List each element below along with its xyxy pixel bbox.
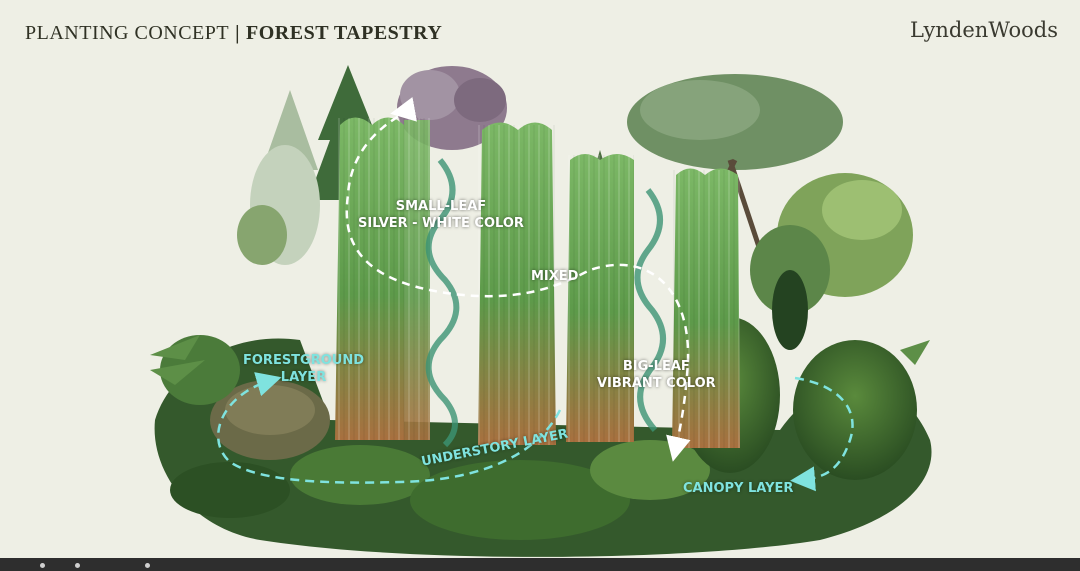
label-big-leaf: BIG-LEAF VIBRANT COLOR xyxy=(597,358,716,392)
page-title: PLANTING CONCEPT|FOREST TAPESTRY xyxy=(25,22,442,45)
label-big-leaf-line2: VIBRANT COLOR xyxy=(597,376,716,391)
label-small-leaf: SMALL-LEAF SILVER - WHITE COLOR xyxy=(358,198,524,232)
label-forestground-line1: FORESTGROUND xyxy=(243,353,365,368)
label-forestground-line2: LAYER xyxy=(280,370,327,385)
layer-flow-path xyxy=(345,97,691,462)
taskbar-dot-icon xyxy=(75,563,80,568)
label-mixed: MIXED xyxy=(531,269,579,284)
title-separator: | xyxy=(235,22,241,44)
label-small-leaf-line1: SMALL-LEAF xyxy=(395,199,487,214)
taskbar xyxy=(0,558,1080,571)
label-canopy-layer: CANOPY LAYER xyxy=(683,481,794,496)
vertical-panels xyxy=(335,117,740,448)
title-prefix: PLANTING CONCEPT xyxy=(25,22,230,44)
label-small-leaf-line2: SILVER - WHITE COLOR xyxy=(358,216,524,231)
brand-logo: LyndenWoods xyxy=(909,18,1058,42)
layer-cycle-path xyxy=(216,372,854,492)
label-big-leaf-line1: BIG-LEAF xyxy=(622,359,690,374)
taskbar-dot-icon xyxy=(145,563,150,568)
ground-foliage xyxy=(150,270,932,557)
label-forestground-layer: FORESTGROUND LAYER xyxy=(243,352,364,386)
title-main: FOREST TAPESTRY xyxy=(246,22,443,44)
forest-illustration xyxy=(150,65,932,557)
taskbar-dot-icon xyxy=(40,563,45,568)
